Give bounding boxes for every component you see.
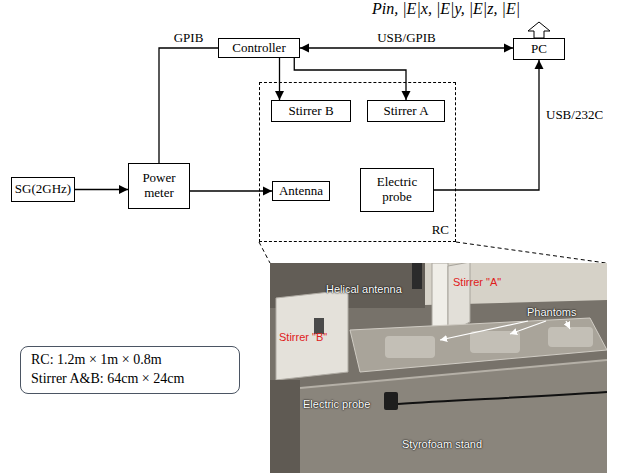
leader-arrow bbox=[566, 321, 570, 329]
node-text: PC bbox=[531, 42, 547, 57]
generator-box: SG(2GHz) bbox=[11, 177, 75, 202]
styrofoam-stand bbox=[300, 360, 607, 473]
output-arrow bbox=[528, 22, 550, 38]
stirrer-box: Stirrer B bbox=[271, 100, 351, 122]
leader-arrow bbox=[440, 321, 528, 340]
node-text: Stirrer A bbox=[383, 104, 428, 119]
electric-probe bbox=[384, 392, 398, 410]
spec-box: RC: 1.2m × 1m × 0.8mStirrer A&B: 64cm × … bbox=[20, 346, 240, 394]
connector bbox=[434, 60, 539, 190]
photo-label: Stirrer "A" bbox=[453, 276, 501, 288]
zoom-line bbox=[259, 242, 270, 263]
controller-box: Controller bbox=[218, 38, 300, 58]
connector bbox=[159, 48, 218, 163]
chamber-region: RC Stirrer B Stirrer A Antenna Electric prob… bbox=[259, 82, 456, 242]
photo-label: Helical antenna bbox=[326, 283, 402, 295]
stand-edge bbox=[300, 360, 607, 388]
bus-label: USB/GPIB bbox=[375, 31, 438, 46]
photo-label: Phantoms bbox=[527, 306, 577, 318]
photo-label: Styrofoam stand bbox=[402, 438, 482, 450]
connector bbox=[279, 58, 280, 100]
node-text: Stirrer A&B: 64cm × 24cm bbox=[31, 370, 184, 389]
node-text: Controller bbox=[232, 41, 285, 56]
node-text: RC: 1.2m × 1m × 0.8m bbox=[31, 351, 162, 370]
stirrer-panel bbox=[432, 263, 448, 333]
zoom-line bbox=[456, 242, 606, 263]
node-text: Electric probe bbox=[364, 175, 430, 205]
stirrer-box: Stirrer A bbox=[367, 100, 445, 122]
stirrer-panel bbox=[276, 290, 348, 380]
connector bbox=[75, 189, 128, 190]
probe-cable bbox=[398, 392, 607, 404]
photo-label: Stirrer "B" bbox=[279, 331, 327, 343]
node-text: SG(2GHz) bbox=[15, 182, 71, 197]
helical-antenna bbox=[412, 263, 422, 289]
phantom bbox=[548, 327, 593, 347]
node-text: Stirrer B bbox=[288, 104, 333, 119]
connector bbox=[294, 58, 406, 100]
power-meter-box: Power meter bbox=[128, 163, 190, 209]
probe-box: Electric probe bbox=[360, 168, 434, 212]
phantom bbox=[385, 336, 435, 358]
bus-label: GPIB bbox=[172, 31, 206, 46]
antenna-box: Antenna bbox=[272, 181, 330, 201]
bus-label: USB/232C bbox=[544, 108, 605, 123]
measured-quantities: Pin, |E|x, |E|y, |E|z, |E| bbox=[372, 0, 520, 18]
stirrer-panel bbox=[448, 263, 470, 333]
chamber-photo bbox=[270, 263, 607, 473]
node-text: Power meter bbox=[132, 171, 186, 201]
connector bbox=[300, 47, 513, 48]
phantom bbox=[470, 331, 520, 353]
photo-ground bbox=[270, 263, 607, 473]
chamber-floor bbox=[270, 380, 300, 473]
pc-box: PC bbox=[513, 38, 565, 60]
photo-label: Electric probe bbox=[303, 398, 370, 410]
leader-arrow bbox=[510, 321, 546, 334]
node-text: RC bbox=[432, 223, 449, 238]
node-text: Antenna bbox=[279, 184, 323, 199]
